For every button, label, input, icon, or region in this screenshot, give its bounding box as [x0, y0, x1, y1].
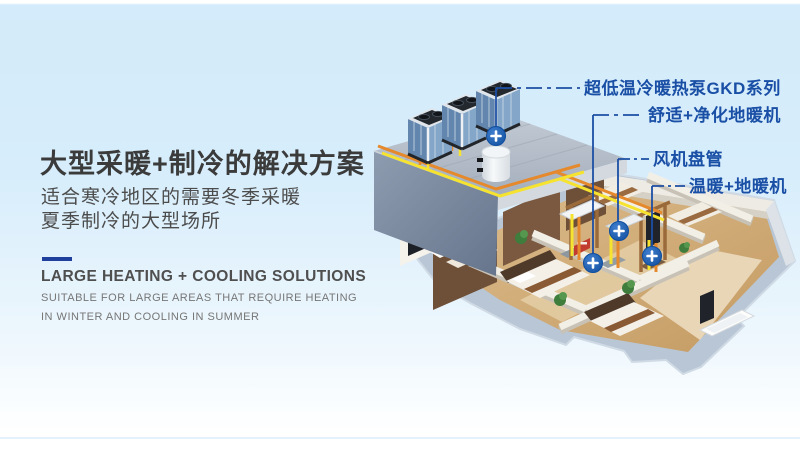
accent-bar [42, 257, 72, 261]
bed-large [500, 250, 590, 298]
plus-marker-comfort-floor [583, 253, 603, 273]
callout-labels: 超低温冷暖热泵GKD系列 舒适+净化地暖机 风机盘管 温暖+地暖机 [584, 78, 787, 196]
pipe-hot-main [377, 144, 663, 215]
intro-text-block: 大型采暖+制冷的解决方案 适合寒冷地区的需要冬季采暖 夏季制冷的大型场所 LAR… [40, 148, 400, 326]
callout-label-fan-coil: 风机盘管 [653, 149, 723, 169]
floor-tile-area [640, 248, 762, 340]
main-title: 大型采暖+制冷的解决方案 [40, 149, 365, 179]
tv-screen-3 [700, 290, 714, 324]
plus-marker-fan-coil [609, 221, 629, 241]
plus-marker-warm-floor [642, 246, 662, 266]
base-edge-highlight [412, 170, 797, 376]
pipework [377, 125, 665, 272]
subtitle-line-2: 夏季制冷的大型场所 [41, 211, 222, 232]
plus-marker-heat-pump [486, 126, 506, 146]
buffer-tank [477, 145, 511, 182]
tank-fitting [477, 158, 483, 162]
subtitle-line-1: 适合寒冷地区的需要冬季采暖 [41, 187, 302, 208]
callout-label-comfort-floor: 舒适+净化地暖机 [648, 105, 781, 125]
bathtub-inner [706, 313, 748, 333]
rooftop-heat-pumps [407, 80, 521, 182]
pipe-cold-main [381, 151, 665, 222]
potted-plants [515, 230, 690, 306]
bed-medium [584, 293, 664, 336]
en-subtitle-line-2: IN WINTER AND COOLING IN SUMMER [41, 311, 260, 323]
roof-slab-edge [498, 159, 627, 210]
en-title: LARGE HEATING + COOLING SOLUTIONS [41, 268, 367, 285]
wing-left-wall [374, 151, 498, 276]
red-unit-stripe [577, 242, 587, 245]
en-subtitle-line-1: SUITABLE FOR LARGE AREAS THAT REQUIRE HE… [41, 292, 358, 304]
heat-pump-unit [475, 80, 521, 137]
tv-screen-2 [646, 210, 660, 248]
plus-markers [486, 126, 662, 273]
bed-small-2 [668, 202, 722, 226]
callout-label-heat-pump: 超低温冷暖热泵GKD系列 [584, 78, 781, 98]
outer-wall-right-end [766, 201, 795, 266]
tank-fitting [477, 168, 483, 172]
callout-lines [495, 87, 685, 254]
callout-label-warm-floor: 温暖+地暖机 [689, 176, 787, 196]
